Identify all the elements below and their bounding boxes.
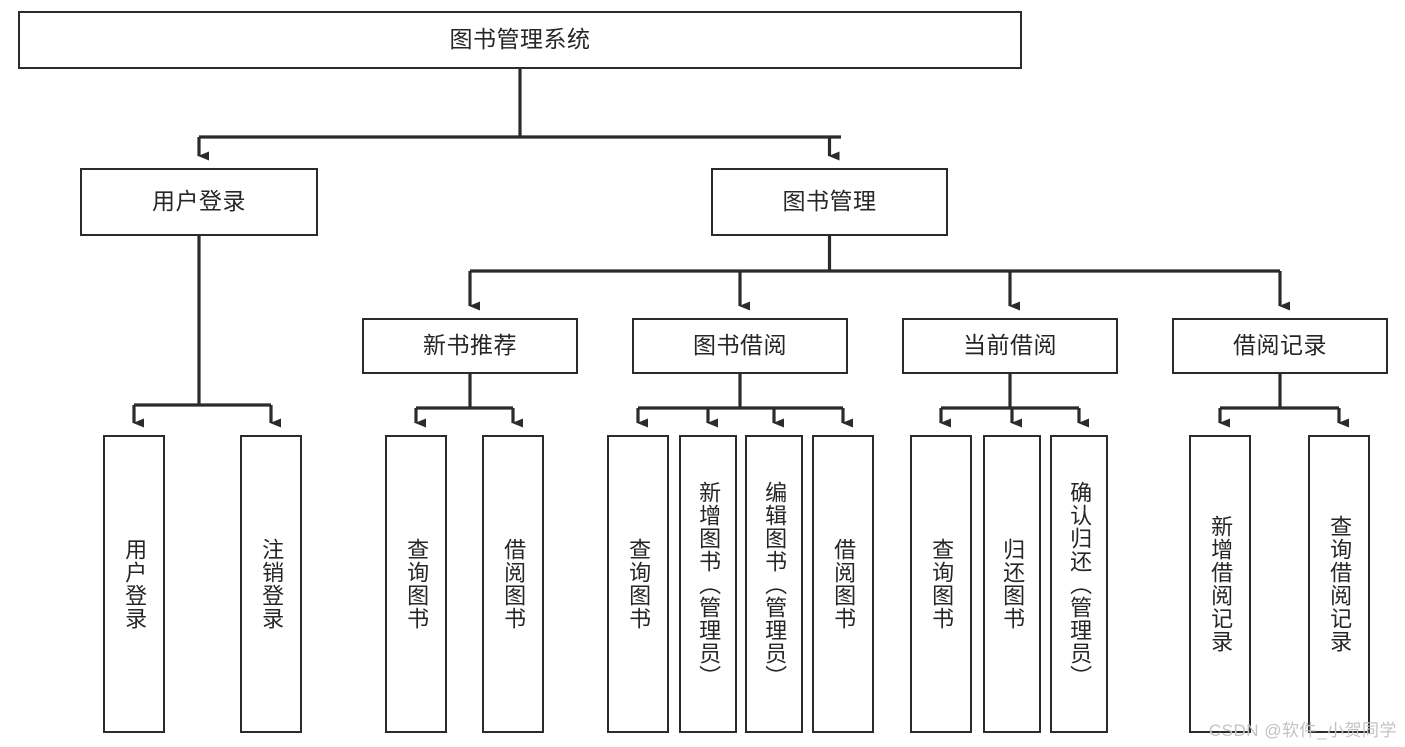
node-leaf-return-book[interactable]: 归还图书 [983,435,1041,733]
node-leaf-user-logout-label: 注销登录 [259,538,285,630]
node-leaf-new-query-book-label: 查询图书 [404,538,430,630]
node-leaf-user-logout[interactable]: 注销登录 [240,435,302,733]
node-leaf-confirm-return-admin[interactable]: 确认归还（管理员） [1050,435,1108,733]
node-new-book-recommend[interactable]: 新书推荐 [362,318,578,374]
node-leaf-borrow-query-book-label: 查询图书 [626,538,652,630]
node-leaf-query-borrow-record[interactable]: 查询借阅记录 [1308,435,1370,733]
node-leaf-user-login[interactable]: 用户登录 [103,435,165,733]
node-book-borrow-label: 图书借阅 [693,332,787,359]
node-leaf-new-borrow-book[interactable]: 借阅图书 [482,435,544,733]
node-leaf-return-book-label: 归还图书 [1000,538,1026,630]
node-new-book-recommend-label: 新书推荐 [423,332,517,359]
node-leaf-current-query-book-label: 查询图书 [929,538,955,630]
node-leaf-new-query-book[interactable]: 查询图书 [385,435,447,733]
node-current-borrow-label: 当前借阅 [963,332,1057,359]
node-current-borrow[interactable]: 当前借阅 [902,318,1118,374]
node-book-borrow[interactable]: 图书借阅 [632,318,848,374]
node-book-management-label: 图书管理 [782,188,877,215]
node-leaf-borrow-lend-book-label: 借阅图书 [831,538,857,630]
watermark: CSDN @软件_小贺同学 [1208,721,1397,740]
node-root[interactable]: 图书管理系统 [18,11,1022,69]
node-root-label: 图书管理系统 [449,26,591,53]
node-leaf-query-borrow-record-label: 查询借阅记录 [1327,515,1353,653]
node-borrow-record-label: 借阅记录 [1233,332,1327,359]
node-leaf-borrow-lend-book[interactable]: 借阅图书 [812,435,874,733]
node-leaf-add-borrow-record[interactable]: 新增借阅记录 [1189,435,1251,733]
node-leaf-add-book-admin[interactable]: 新增图书（管理员） [679,435,737,733]
node-leaf-add-book-admin-label: 新增图书（管理员） [696,480,722,688]
node-leaf-add-borrow-record-label: 新增借阅记录 [1208,515,1234,653]
node-leaf-edit-book-admin-label: 编辑图书（管理员） [762,480,788,688]
node-user-login[interactable]: 用户登录 [80,168,318,236]
node-leaf-user-login-label: 用户登录 [122,538,148,630]
node-leaf-edit-book-admin[interactable]: 编辑图书（管理员） [745,435,803,733]
node-leaf-confirm-return-admin-label: 确认归还（管理员） [1067,480,1093,688]
node-borrow-record[interactable]: 借阅记录 [1172,318,1388,374]
node-leaf-new-borrow-book-label: 借阅图书 [501,538,527,630]
node-leaf-current-query-book[interactable]: 查询图书 [910,435,972,733]
node-book-management[interactable]: 图书管理 [711,168,948,236]
node-user-login-label: 用户登录 [152,188,246,215]
node-leaf-borrow-query-book[interactable]: 查询图书 [607,435,669,733]
